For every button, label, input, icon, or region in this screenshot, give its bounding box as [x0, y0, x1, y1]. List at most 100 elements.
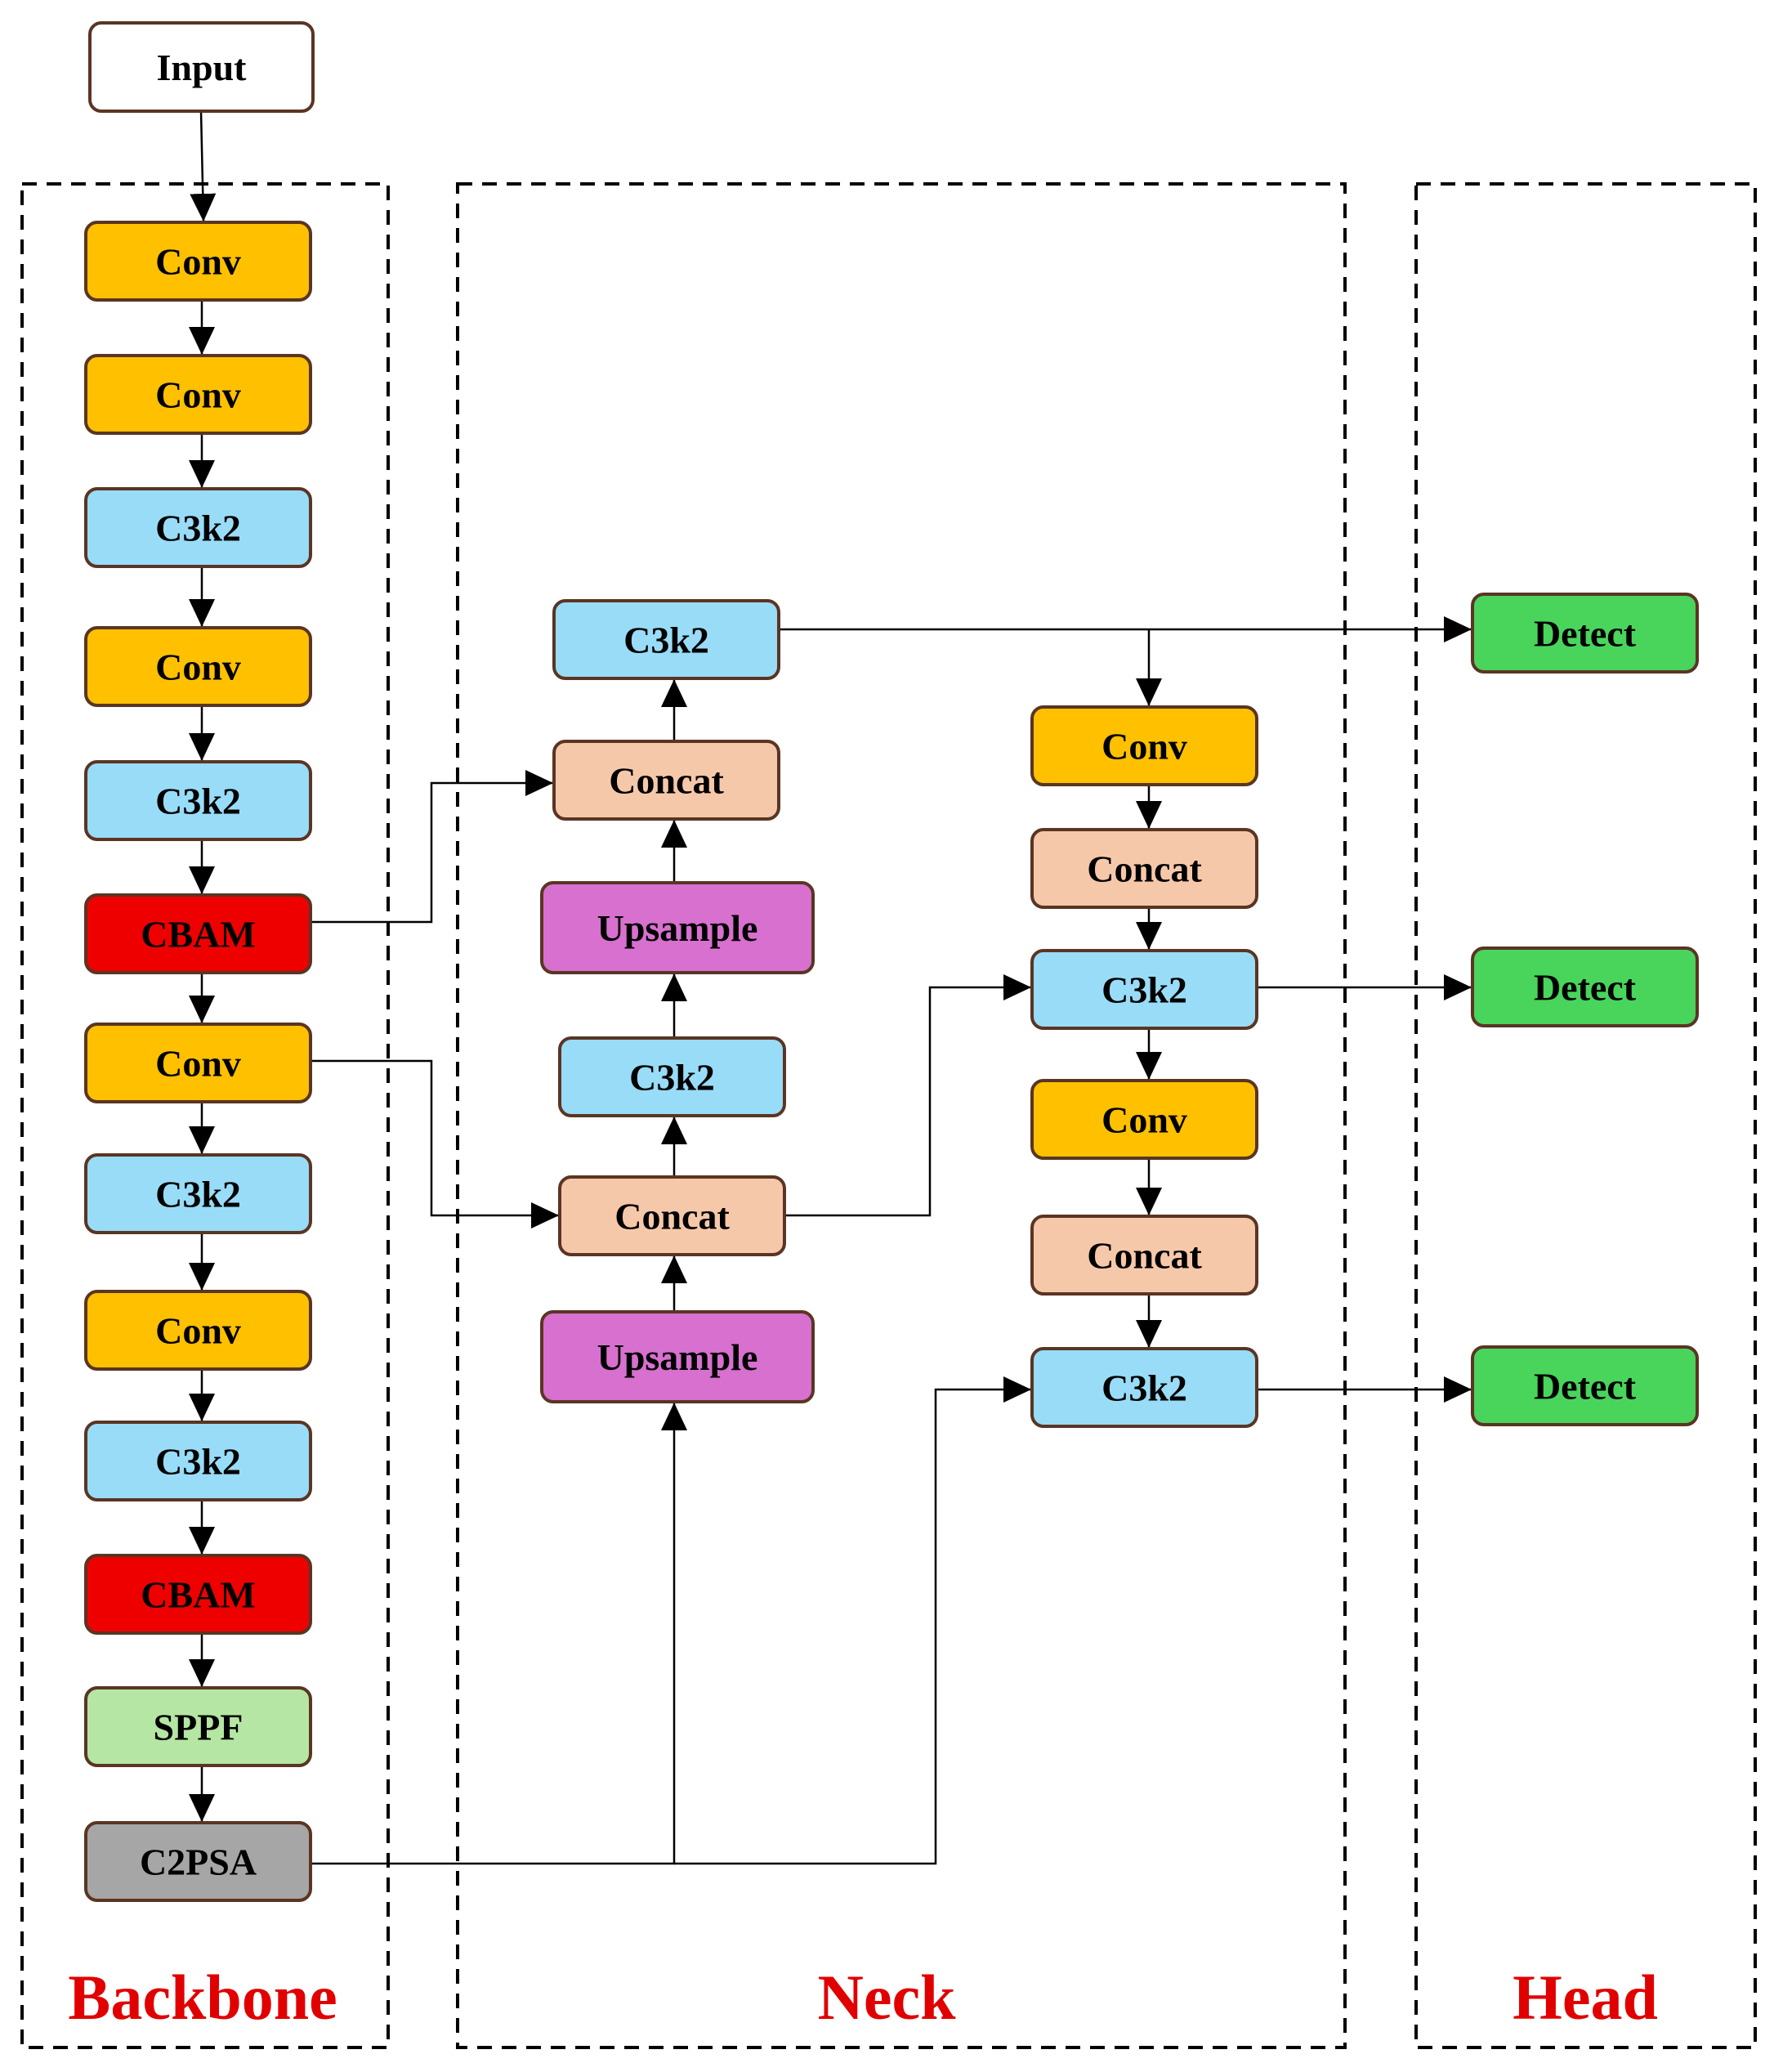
node-b9-conv: Conv	[84, 1290, 312, 1371]
node-box-r_concat1	[1030, 828, 1258, 909]
node-label-n_up1: Upsample	[597, 907, 758, 949]
node-box-b7	[84, 1023, 312, 1103]
node-box-r_conv2	[1030, 1079, 1258, 1160]
node-box-b11	[84, 1554, 312, 1635]
edge-b13-to-n_up2	[311, 1403, 687, 1865]
node-label-b12: SPPF	[154, 1707, 244, 1748]
node-r_c3k2_1-c3k2: C3k2	[1030, 949, 1258, 1030]
node-b8-c3k2: C3k2	[84, 1153, 312, 1234]
edge-input-to-b1	[190, 110, 217, 222]
node-label-r_c3k2_1: C3k2	[1101, 969, 1187, 1011]
node-b10-c3k2: C3k2	[84, 1421, 312, 1501]
node-n_c3k2_mid-c3k2: C3k2	[558, 1036, 786, 1117]
node-box-n_concat1	[552, 740, 780, 821]
node-b11-cbam: CBAM	[84, 1554, 312, 1635]
node-label-r_concat2: Concat	[1087, 1235, 1202, 1277]
node-box-b4	[84, 626, 312, 707]
node-b3-c3k2: C3k2	[84, 487, 312, 568]
node-box-n_c3k2_top	[552, 599, 780, 680]
node-label-n_concat2: Concat	[614, 1196, 730, 1237]
node-box-b1	[84, 221, 312, 302]
edge-b7-to-n_concat2	[311, 1059, 559, 1228]
node-n_up1-upsample: Upsample	[540, 881, 815, 974]
node-label-detect1: Detect	[1534, 613, 1637, 655]
node-box-n_concat2	[558, 1175, 786, 1256]
node-box-b8	[84, 1153, 312, 1234]
node-label-r_concat1: Concat	[1087, 848, 1202, 890]
node-r_conv1-conv: Conv	[1030, 705, 1258, 786]
node-box-b2	[84, 354, 312, 435]
nodes-layer: InputConvConvC3k2ConvC3k2CBAMConvC3k2Con…	[84, 21, 1699, 1902]
node-box-b12	[84, 1686, 312, 1767]
edge-b6-to-n_concat1	[311, 770, 553, 924]
node-box-n_up1	[540, 881, 815, 974]
node-n_c3k2_top-c3k2: C3k2	[552, 599, 780, 680]
node-box-n_up2	[540, 1310, 815, 1403]
node-label-b6: CBAM	[141, 914, 256, 955]
node-label-n_c3k2_mid: C3k2	[629, 1057, 715, 1099]
node-box-detect2	[1471, 946, 1699, 1027]
node-label-b13: C2PSA	[140, 1842, 257, 1883]
node-label-detect3: Detect	[1534, 1366, 1637, 1407]
node-label-b7: Conv	[155, 1043, 241, 1085]
node-box-b13	[84, 1821, 312, 1902]
head-section-label: Head	[1513, 1962, 1658, 2033]
node-label-r_conv2: Conv	[1101, 1099, 1187, 1141]
node-r_c3k2_2-c3k2: C3k2	[1030, 1347, 1258, 1428]
node-box-b5	[84, 760, 312, 841]
neck-section-box	[456, 182, 1347, 2049]
node-detect3-detect: Detect	[1471, 1345, 1699, 1426]
node-label-input: Input	[157, 47, 248, 88]
node-box-detect1	[1471, 593, 1699, 674]
node-b12-sppf: SPPF	[84, 1686, 312, 1767]
node-label-b11: CBAM	[141, 1574, 256, 1616]
node-box-b9	[84, 1290, 312, 1371]
node-b6-cbam: CBAM	[84, 893, 312, 974]
node-r_concat2-concat: Concat	[1030, 1215, 1258, 1296]
node-box-n_c3k2_mid	[558, 1036, 786, 1117]
edge-n_concat2-to-r_c3k2_1	[784, 974, 1031, 1217]
node-label-n_c3k2_top: C3k2	[623, 620, 709, 661]
node-b1-conv: Conv	[84, 221, 312, 302]
node-label-b10: C3k2	[155, 1441, 241, 1483]
node-r_concat1-concat: Concat	[1030, 828, 1258, 909]
node-label-detect2: Detect	[1534, 967, 1637, 1009]
edge-b13-to-r_c3k2_2	[674, 1376, 1031, 1865]
node-label-b5: C3k2	[155, 781, 241, 822]
backbone-section-box	[20, 182, 390, 2049]
node-n_concat2-concat: Concat	[558, 1175, 786, 1256]
node-b2-conv: Conv	[84, 354, 312, 435]
node-b4-conv: Conv	[84, 626, 312, 707]
node-label-b2: Conv	[155, 374, 241, 416]
node-label-b8: C3k2	[155, 1174, 241, 1215]
node-box-r_concat2	[1030, 1215, 1258, 1296]
node-label-b3: C3k2	[155, 508, 241, 549]
node-label-b9: Conv	[155, 1310, 241, 1352]
node-label-n_up2: Upsample	[597, 1336, 758, 1378]
node-box-b6	[84, 893, 312, 974]
node-label-n_concat1: Concat	[609, 760, 724, 802]
node-input-input: Input	[88, 21, 315, 113]
node-n_up2-upsample: Upsample	[540, 1310, 815, 1403]
node-n_concat1-concat: Concat	[552, 740, 780, 821]
node-box-r_c3k2_2	[1030, 1347, 1258, 1428]
node-label-b4: Conv	[155, 647, 241, 688]
node-r_conv2-conv: Conv	[1030, 1079, 1258, 1160]
node-label-r_c3k2_2: C3k2	[1101, 1367, 1187, 1409]
node-box-r_c3k2_1	[1030, 949, 1258, 1030]
node-box-b10	[84, 1421, 312, 1501]
node-box-b3	[84, 487, 312, 568]
node-b5-c3k2: C3k2	[84, 760, 312, 841]
node-box-r_conv1	[1030, 705, 1258, 786]
node-detect1-detect: Detect	[1471, 593, 1699, 674]
node-box-detect3	[1471, 1345, 1699, 1426]
node-label-b1: Conv	[155, 241, 241, 283]
node-label-r_conv1: Conv	[1101, 726, 1187, 767]
backbone-section-label: Backbone	[68, 1962, 337, 2033]
node-detect2-detect: Detect	[1471, 946, 1699, 1027]
node-b7-conv: Conv	[84, 1023, 312, 1103]
neck-section-label: Neck	[818, 1962, 957, 2033]
node-b13-c2psa: C2PSA	[84, 1821, 312, 1902]
edges-layer	[189, 110, 1472, 1865]
